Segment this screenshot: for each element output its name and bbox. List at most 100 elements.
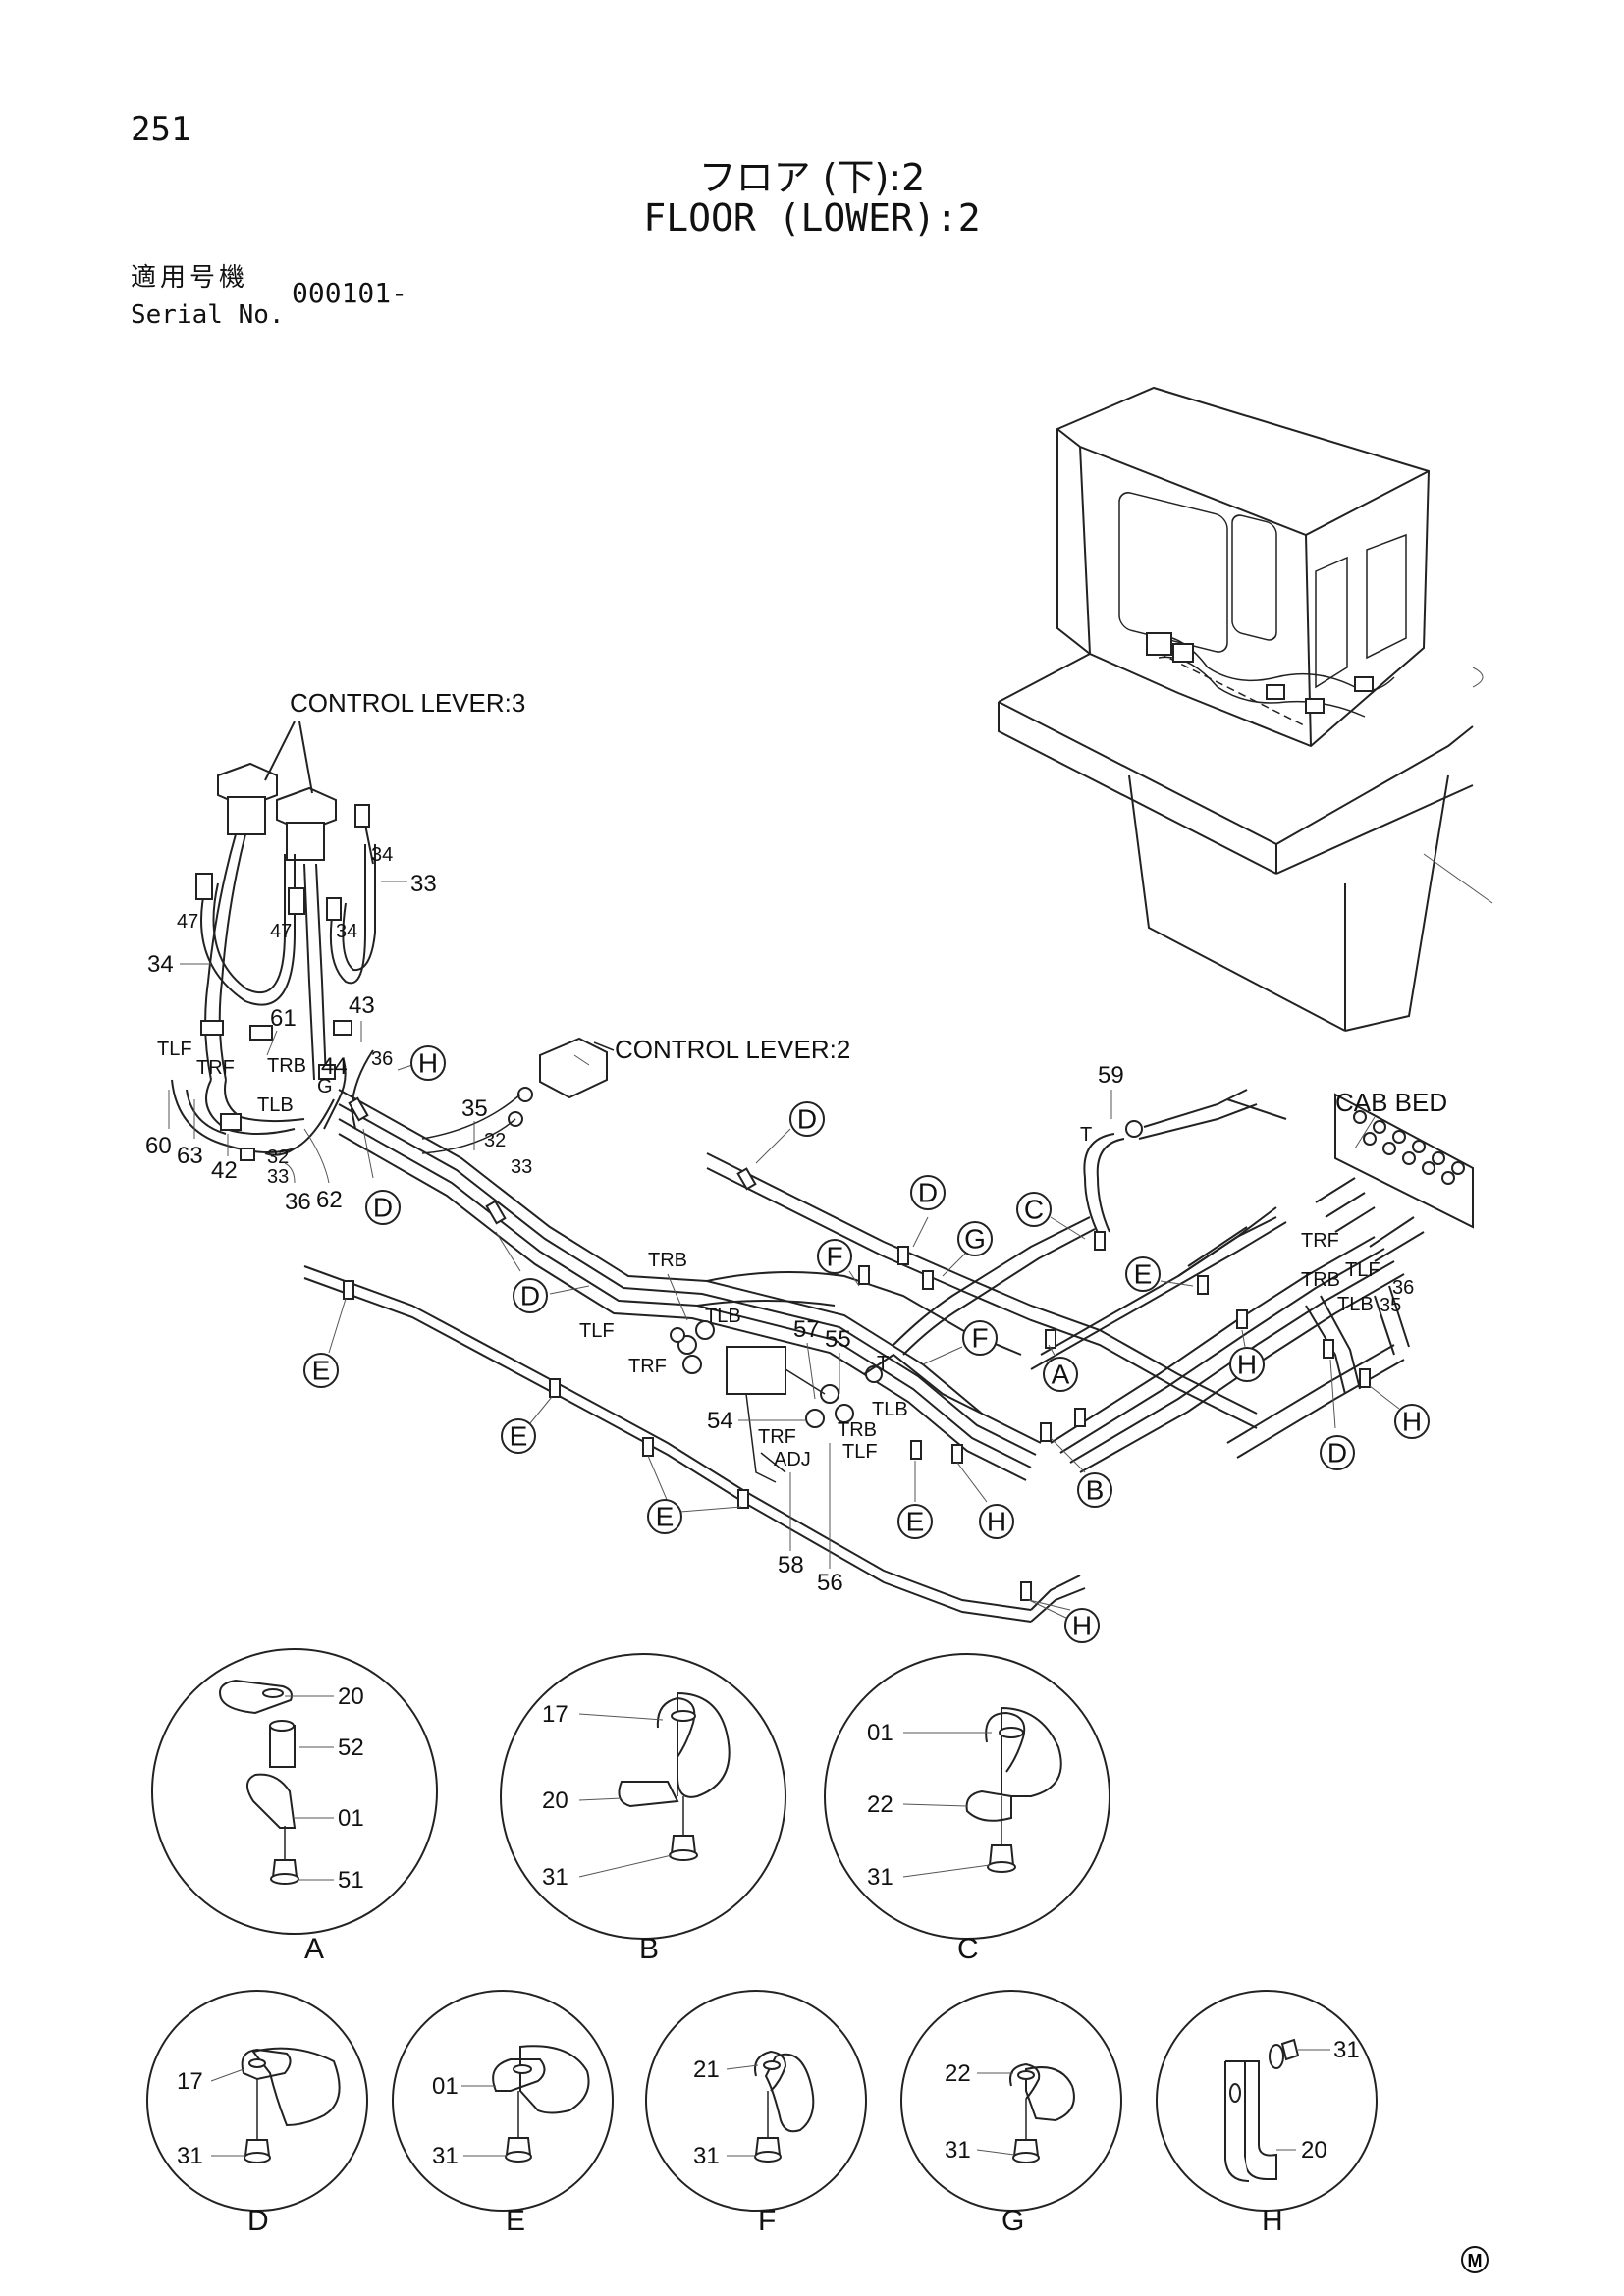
detail-part-label: 17: [177, 2068, 203, 2095]
detail-part-label: 22: [867, 1791, 893, 1818]
detail-label-e: E: [506, 2205, 525, 2237]
detail-part-label: 52: [338, 1735, 364, 1761]
port-label: TLB: [257, 1095, 294, 1116]
part-label: 33: [511, 1156, 532, 1178]
marker-e: E: [312, 1356, 331, 1386]
detail-label-d: D: [247, 2205, 269, 2237]
part-label: 43: [349, 992, 375, 1019]
marker-e: E: [1134, 1259, 1153, 1290]
detail-part-label: 20: [542, 1788, 568, 1814]
part-label: 47: [177, 911, 198, 933]
detail-label-c: C: [957, 1933, 979, 1965]
detail-part-label: 31: [945, 2137, 971, 2163]
port-label: TRB: [648, 1250, 687, 1271]
detail-d: 17 31 D: [146, 1990, 368, 2237]
marker-h: H: [1402, 1407, 1422, 1437]
detail-c: 01 22 31 C: [824, 1653, 1110, 1965]
part-label: 59: [1098, 1062, 1124, 1089]
part-label: 35: [461, 1095, 488, 1122]
detail-part-label: 01: [338, 1805, 364, 1832]
detail-a: 20 52 01 51 A: [151, 1648, 438, 1965]
detail-label-h: H: [1262, 2205, 1283, 2237]
part-label: 57: [793, 1316, 820, 1343]
part-label: 42: [211, 1157, 238, 1184]
marker-f: F: [971, 1323, 988, 1354]
detail-label-f: F: [758, 2205, 776, 2237]
marker-d: D: [918, 1178, 938, 1208]
marker-h: H: [1237, 1350, 1257, 1380]
part-label: 47: [270, 921, 292, 942]
part-label: 36: [1392, 1277, 1414, 1299]
part-label: T: [877, 1353, 889, 1374]
detail-part-label: 31: [693, 2143, 720, 2169]
part-label: 36: [285, 1189, 311, 1215]
footer-mark: M: [1461, 2246, 1489, 2273]
detail-part-label: 31: [1333, 2037, 1360, 2063]
part-label: 36: [371, 1048, 393, 1070]
callout-control-lever-2: CONTROL LEVER:2: [615, 1035, 850, 1064]
marker-a: A: [1052, 1360, 1070, 1390]
serial-value: 000101-: [292, 277, 408, 309]
main-hose-bundle: [303, 1037, 1474, 1623]
marker-d: D: [797, 1104, 817, 1135]
part-label: 32: [484, 1130, 506, 1151]
port-label: TLB: [872, 1399, 908, 1420]
marker-h: H: [418, 1048, 438, 1079]
port-label: TLB: [1337, 1294, 1374, 1315]
port-label: TRF: [1301, 1230, 1339, 1252]
marker-e: E: [656, 1502, 675, 1532]
marker-c: C: [1024, 1195, 1044, 1225]
part-label: 32: [267, 1147, 289, 1168]
detail-part-label: 31: [432, 2143, 459, 2169]
detail-part-label: 01: [432, 2073, 459, 2100]
port-label: G: [317, 1076, 333, 1097]
marker-e: E: [906, 1507, 925, 1537]
detail-part-label: 22: [945, 2060, 971, 2087]
detail-part-label: 20: [1301, 2137, 1327, 2163]
part-number-labels: 34 33 47 47 34 34 43 61 TLF TRF TRB 44 3…: [145, 844, 1414, 1596]
part-label: 60: [145, 1133, 172, 1159]
port-label: TLF: [157, 1039, 192, 1060]
part-label: 61: [270, 1005, 297, 1032]
callout-cab-bed: CAB BED: [1335, 1088, 1447, 1117]
part-label: 62: [316, 1187, 343, 1213]
part-label: 55: [825, 1326, 851, 1353]
detail-g: 22 31 G: [900, 1990, 1122, 2237]
detail-label-b: B: [639, 1933, 659, 1965]
port-label: TRB: [1301, 1269, 1340, 1291]
control-lever-3-assembly: [171, 721, 376, 1161]
marker-d: D: [373, 1193, 393, 1223]
port-label: TRF: [196, 1057, 235, 1079]
page-title-english: FLOOR (LOWER):2: [643, 196, 981, 240]
marker-g: G: [964, 1224, 986, 1255]
cab-drawing: [998, 386, 1493, 1032]
clamp-markers: H D D D D C G F F E A H D: [303, 1045, 1430, 1643]
detail-part-label: 31: [177, 2143, 203, 2169]
detail-part-label: 31: [542, 1864, 568, 1891]
detail-part-label: 17: [542, 1701, 568, 1728]
marker-h: H: [987, 1507, 1006, 1537]
footer-mark-letter: M: [1468, 2251, 1483, 2270]
serial-label-english: Serial No.: [131, 300, 285, 330]
detail-part-label: 51: [338, 1867, 364, 1894]
marker-e: E: [510, 1421, 528, 1452]
page-title-japanese: フロア (下):2: [698, 156, 926, 199]
port-label: TRB: [267, 1055, 306, 1077]
part-label: 34: [336, 921, 357, 942]
detail-part-label: 01: [867, 1720, 893, 1746]
marker-b: B: [1086, 1475, 1105, 1506]
part-label: 35: [1380, 1295, 1401, 1316]
detail-label-a: A: [304, 1933, 324, 1965]
detail-part-label: 20: [338, 1683, 364, 1710]
marker-d: D: [1327, 1438, 1347, 1468]
part-label: 33: [267, 1166, 289, 1188]
port-label: ADJ: [774, 1449, 811, 1470]
part-label: 34: [147, 951, 174, 978]
port-label: TRF: [628, 1356, 667, 1377]
page-number: 251: [131, 110, 191, 149]
port-label: TRB: [838, 1419, 877, 1441]
detail-part-label: 21: [693, 2056, 720, 2083]
marker-h: H: [1072, 1611, 1092, 1641]
part-label: 33: [410, 871, 437, 897]
